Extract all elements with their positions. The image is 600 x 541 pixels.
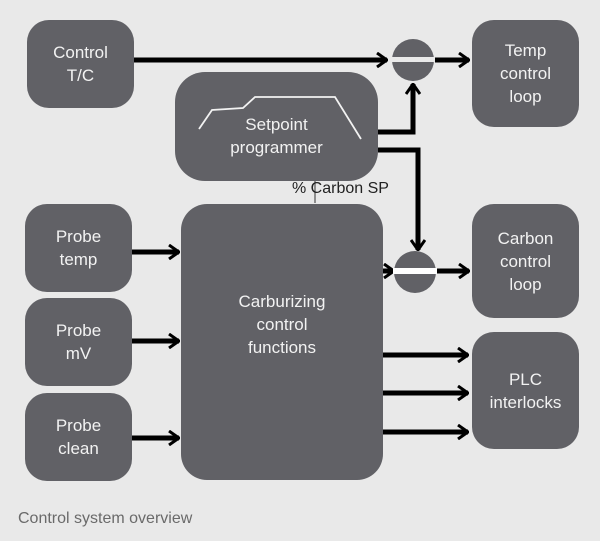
diagram-caption: Control system overview bbox=[18, 510, 193, 527]
probe-clean-block: Probe clean bbox=[25, 393, 132, 481]
control-tc-block: Control T/C bbox=[27, 20, 134, 108]
temp-summing-junction bbox=[391, 39, 435, 81]
plc-interlocks-block: PLC interlocks bbox=[472, 332, 579, 449]
carbon-summing-junction bbox=[393, 251, 437, 293]
setpoint-profile-icon bbox=[198, 96, 362, 140]
carburizing-control-functions-block: Carburizing control functions bbox=[181, 204, 383, 480]
setpoint-programmer-block: Setpoint programmer bbox=[175, 72, 378, 181]
temp-control-loop-block: Temp control loop bbox=[472, 20, 579, 127]
probe-temp-block: Probe temp bbox=[25, 204, 132, 292]
carbon-sp-label: % Carbon SP bbox=[292, 180, 389, 197]
arrow-setpoint-to-carbon-junction bbox=[378, 147, 418, 250]
arrow-setpoint-to-temp-junction bbox=[378, 84, 413, 135]
carbon-control-loop-block: Carbon control loop bbox=[472, 204, 579, 318]
probe-mv-block: Probe mV bbox=[25, 298, 132, 386]
setpoint-programmer-label: Setpoint programmer bbox=[230, 114, 323, 157]
